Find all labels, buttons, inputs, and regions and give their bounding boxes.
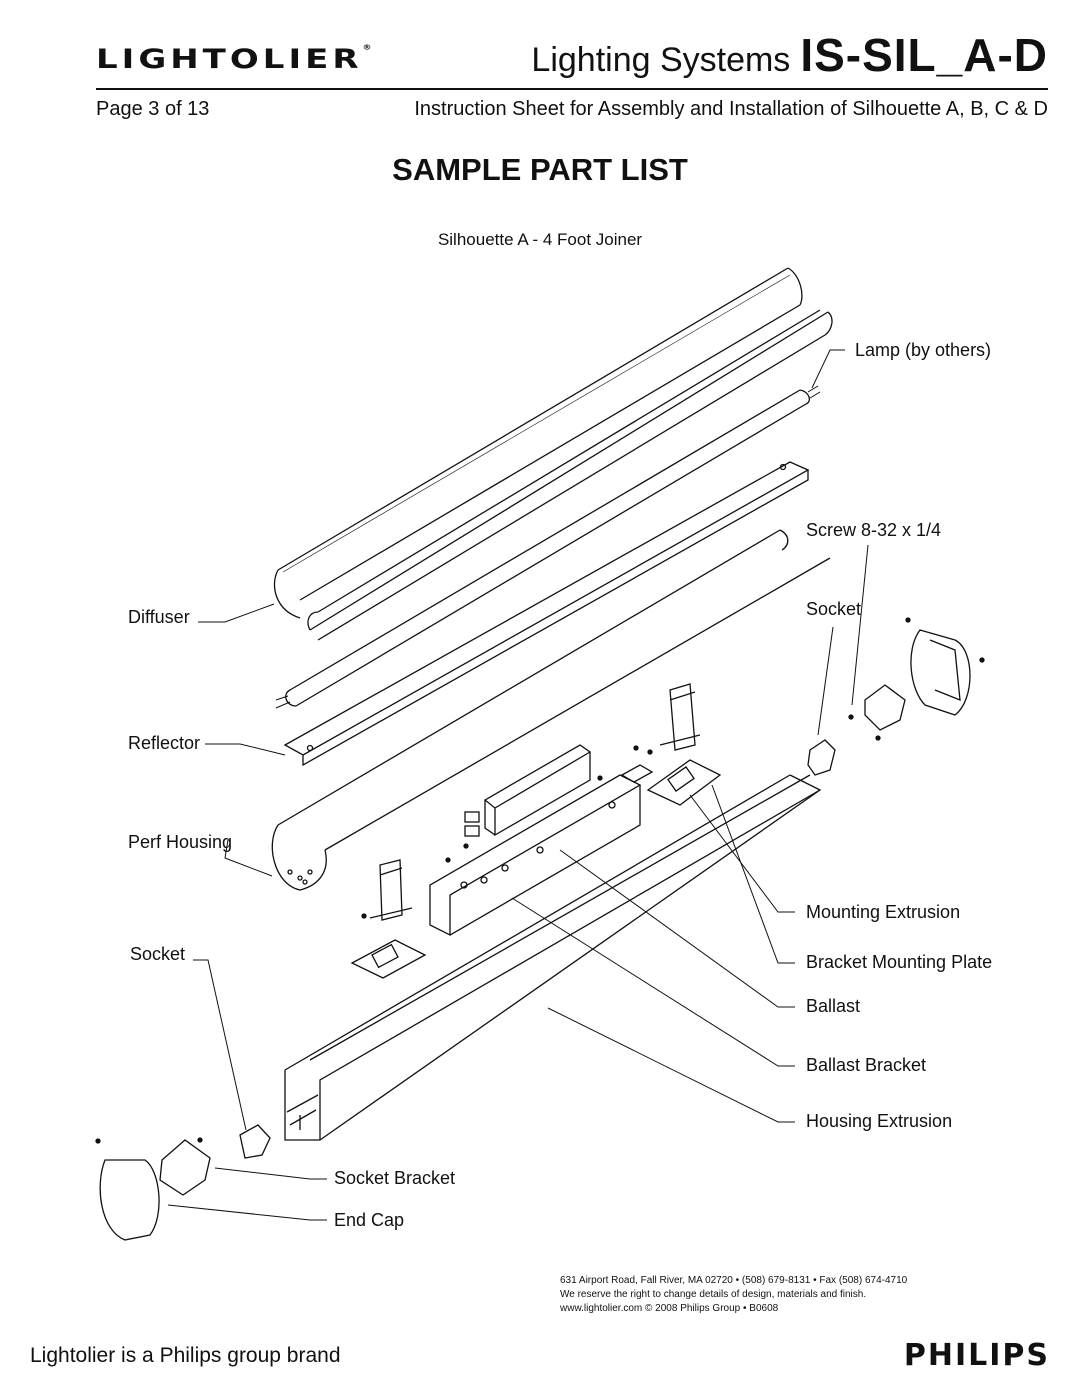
- footer-address: 631 Airport Road, Fall River, MA 02720 •…: [560, 1275, 908, 1286]
- label-perf-housing: Perf Housing: [128, 832, 233, 852]
- label-lamp: Lamp (by others): [855, 340, 992, 360]
- bracket-mounting-plate-part: [350, 759, 722, 979]
- ballast-part: [464, 744, 592, 837]
- perf-housing-part: [271, 529, 831, 891]
- label-mounting-extrusion: Mounting Extrusion: [806, 902, 961, 922]
- socket-bracket-part: [369, 683, 701, 921]
- lamp-part: [275, 385, 821, 709]
- philips-logo: PHILIPS: [903, 1338, 1050, 1373]
- instruction-title: Instruction Sheet for Assembly and Insta…: [414, 98, 1048, 120]
- page-number: Page 3 of 13: [96, 98, 210, 120]
- reflector-upper-part: [307, 309, 833, 641]
- label-bracket-mounting-plate: Bracket Mounting Plate: [806, 952, 993, 972]
- brand-statement: Lightolier is a Philips group brand: [30, 1344, 341, 1367]
- product-code: IS-SIL_A-D: [800, 29, 1048, 81]
- label-socket-left: Socket: [130, 944, 186, 964]
- label-socket-right: Socket: [806, 599, 862, 619]
- label-housing-extrusion: Housing Extrusion: [806, 1111, 953, 1131]
- header-rule: [96, 88, 1048, 90]
- diagram-subtitle: Silhouette A - 4 Foot Joiner: [437, 230, 643, 249]
- label-end-cap: End Cap: [334, 1210, 405, 1230]
- left-end-cap-part: [99, 1124, 271, 1241]
- label-ballast: Ballast: [806, 996, 861, 1016]
- page-title: SAMPLE PART LIST: [392, 152, 688, 187]
- label-socket-bracket: Socket Bracket: [334, 1168, 456, 1188]
- ballast-bracket-part: [429, 774, 642, 937]
- reflector-channel-part: [283, 461, 810, 767]
- leader-lines: [167, 349, 869, 1221]
- footer-disclaimer: We reserve the right to change details o…: [560, 1289, 867, 1300]
- diffuser-part: [273, 267, 803, 619]
- footer-address-block: 631 Airport Road, Fall River, MA 02720 •…: [560, 1274, 907, 1316]
- label-reflector: Reflector: [128, 733, 201, 753]
- label-diffuser: Diffuser: [128, 607, 190, 627]
- footer-web: www.lightolier.com © 2008 Philips Group …: [560, 1303, 779, 1314]
- system-label: Lighting Systems: [531, 41, 791, 79]
- screws: [95, 617, 985, 1144]
- lightolier-logo: LIGHTOLIER®: [96, 44, 372, 76]
- housing-extrusion-part: [284, 774, 822, 1141]
- label-ballast-bracket: Ballast Bracket: [806, 1055, 927, 1075]
- right-end-cap-part: [807, 629, 971, 776]
- label-screw: Screw 8-32 x 1/4: [806, 520, 942, 540]
